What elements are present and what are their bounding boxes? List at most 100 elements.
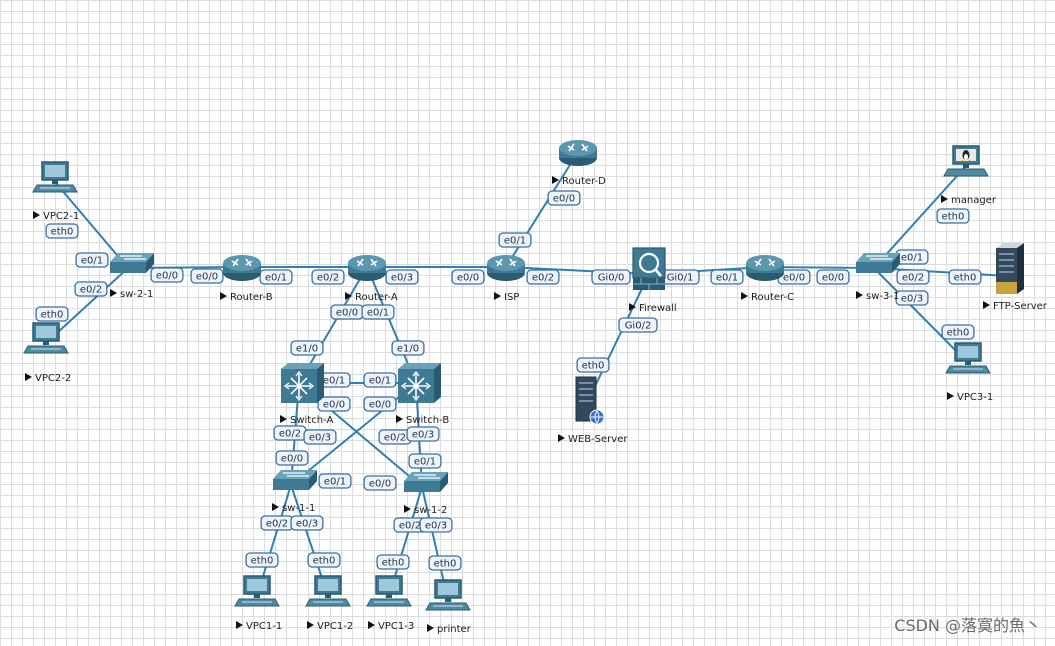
router-icon [558, 139, 598, 167]
link-sw-3-1-ftp-server[interactable] [873, 267, 1008, 277]
node-label: VPC1-2 [317, 621, 353, 632]
link-sw-3-1-vpc3-1[interactable] [873, 267, 969, 364]
node-vpc1-3[interactable]: VPC1-3 [366, 575, 414, 632]
port-badge: Gi0/2 [618, 317, 658, 333]
port-badge: e0/3 [385, 269, 419, 285]
node-label: Router-A [355, 292, 398, 303]
node-label: sw-2-1 [120, 289, 153, 300]
node-sw-1-2[interactable]: sw-1-2 [403, 471, 449, 516]
web-server-icon [575, 376, 605, 425]
pc-icon [23, 322, 69, 354]
play-marker-icon [272, 503, 279, 511]
port-label: e0/2 [317, 273, 339, 284]
port-badge: e0/2 [526, 269, 560, 285]
play-marker-icon [368, 621, 375, 629]
port-badge: e0/1 [895, 249, 929, 265]
node-label: FTP-Server [993, 301, 1048, 312]
port-label: eth0 [942, 212, 965, 223]
port-label: e1/0 [397, 344, 419, 355]
port-label: e0/1 [265, 273, 287, 284]
port-label: e0/3 [901, 294, 923, 305]
port-badge: e0/0 [190, 268, 224, 284]
node-ftp-server[interactable]: FTP-Server [983, 242, 1048, 312]
play-marker-icon [856, 291, 863, 299]
links-layer [45, 151, 1008, 601]
port-badge: e0/2 [260, 515, 294, 531]
play-marker-icon [983, 301, 990, 309]
port-badge: e0/1 [710, 269, 744, 285]
link-isp-router-d[interactable] [505, 151, 579, 268]
port-badge: e0/1 [361, 304, 395, 320]
node-isp[interactable]: ISP [486, 254, 526, 303]
node-vpc1-2[interactable]: VPC1-2 [305, 575, 353, 632]
firewall-icon [631, 246, 667, 292]
port-badge: e0/0 [317, 396, 351, 412]
node-vpc2-1[interactable]: VPC2-1 [32, 161, 79, 222]
port-badge: e0/0 [816, 269, 850, 285]
node-printer[interactable]: printer [425, 579, 472, 635]
port-label: e0/2 [532, 273, 554, 284]
node-label: sw-1-2 [414, 505, 447, 516]
port-label: e0/0 [323, 400, 345, 411]
node-router-a[interactable]: Router-A [345, 254, 398, 303]
port-badge: e0/1 [318, 473, 352, 489]
node-sw-3-1[interactable]: sw-3-1 [855, 252, 901, 302]
port-badge: e0/2 [311, 269, 345, 285]
port-label: e0/1 [716, 273, 738, 284]
link-vpc2-1-sw-2-1[interactable] [54, 181, 129, 269]
router-icon [222, 254, 262, 282]
node-router-c[interactable]: Router-C [741, 254, 794, 303]
node-firewall[interactable]: Firewall [629, 246, 677, 314]
node-web-server[interactable]: WEB-Server [558, 376, 628, 445]
port-label: eth0 [947, 328, 970, 339]
port-label: e0/3 [391, 273, 413, 284]
node-vpc3-1[interactable]: VPC3-1 [945, 342, 993, 403]
node-label: Router-C [751, 292, 794, 303]
node-label: printer [437, 624, 472, 635]
play-marker-icon [220, 292, 227, 300]
port-label: eth0 [51, 227, 74, 238]
port-badge: e0/2 [273, 425, 307, 441]
router-icon [486, 254, 526, 282]
router-icon [745, 254, 785, 282]
node-switch-a[interactable]: Switch-A [280, 362, 333, 426]
port-label: e0/3 [309, 433, 331, 444]
port-badge: e0/0 [275, 450, 309, 466]
node-router-b[interactable]: Router-B [220, 254, 273, 303]
node-manager[interactable]: manager [941, 145, 997, 206]
play-marker-icon [552, 176, 559, 184]
link-sw-3-1-manager[interactable] [873, 165, 967, 269]
port-label: e0/0 [822, 273, 844, 284]
port-badge: e0/0 [363, 396, 397, 412]
port-badge: e0/3 [290, 515, 324, 531]
node-label: Firewall [639, 303, 677, 314]
port-badge: eth0 [307, 552, 341, 568]
port-label: e0/0 [196, 272, 218, 283]
node-sw-1-1[interactable]: sw-1-1 [272, 469, 318, 514]
port-label: e0/1 [323, 376, 345, 387]
port-label: e0/0 [783, 273, 805, 284]
node-switch-b[interactable]: Switch-B [396, 362, 449, 426]
node-label: VPC2-1 [43, 211, 79, 222]
port-label: eth0 [313, 556, 336, 567]
port-badge: e0/1 [498, 232, 532, 248]
node-vpc2-2[interactable]: VPC2-2 [23, 322, 71, 384]
port-badge: e0/0 [451, 269, 485, 285]
port-label: e0/1 [414, 457, 436, 468]
l3switch-icon [397, 362, 442, 404]
port-label: e1/0 [296, 344, 318, 355]
node-vpc1-1[interactable]: VPC1-1 [234, 575, 282, 632]
node-sw-2-1[interactable]: sw-2-1 [109, 252, 155, 300]
node-router-d[interactable]: Router-D [552, 139, 606, 187]
port-badge: e0/1 [363, 372, 397, 388]
port-badge: e0/3 [419, 517, 453, 533]
play-marker-icon [307, 621, 314, 629]
port-label: e0/0 [369, 400, 391, 411]
port-label: e0/2 [80, 285, 102, 296]
play-marker-icon [494, 292, 501, 300]
port-label: e0/2 [279, 429, 301, 440]
port-label: eth0 [41, 310, 64, 321]
